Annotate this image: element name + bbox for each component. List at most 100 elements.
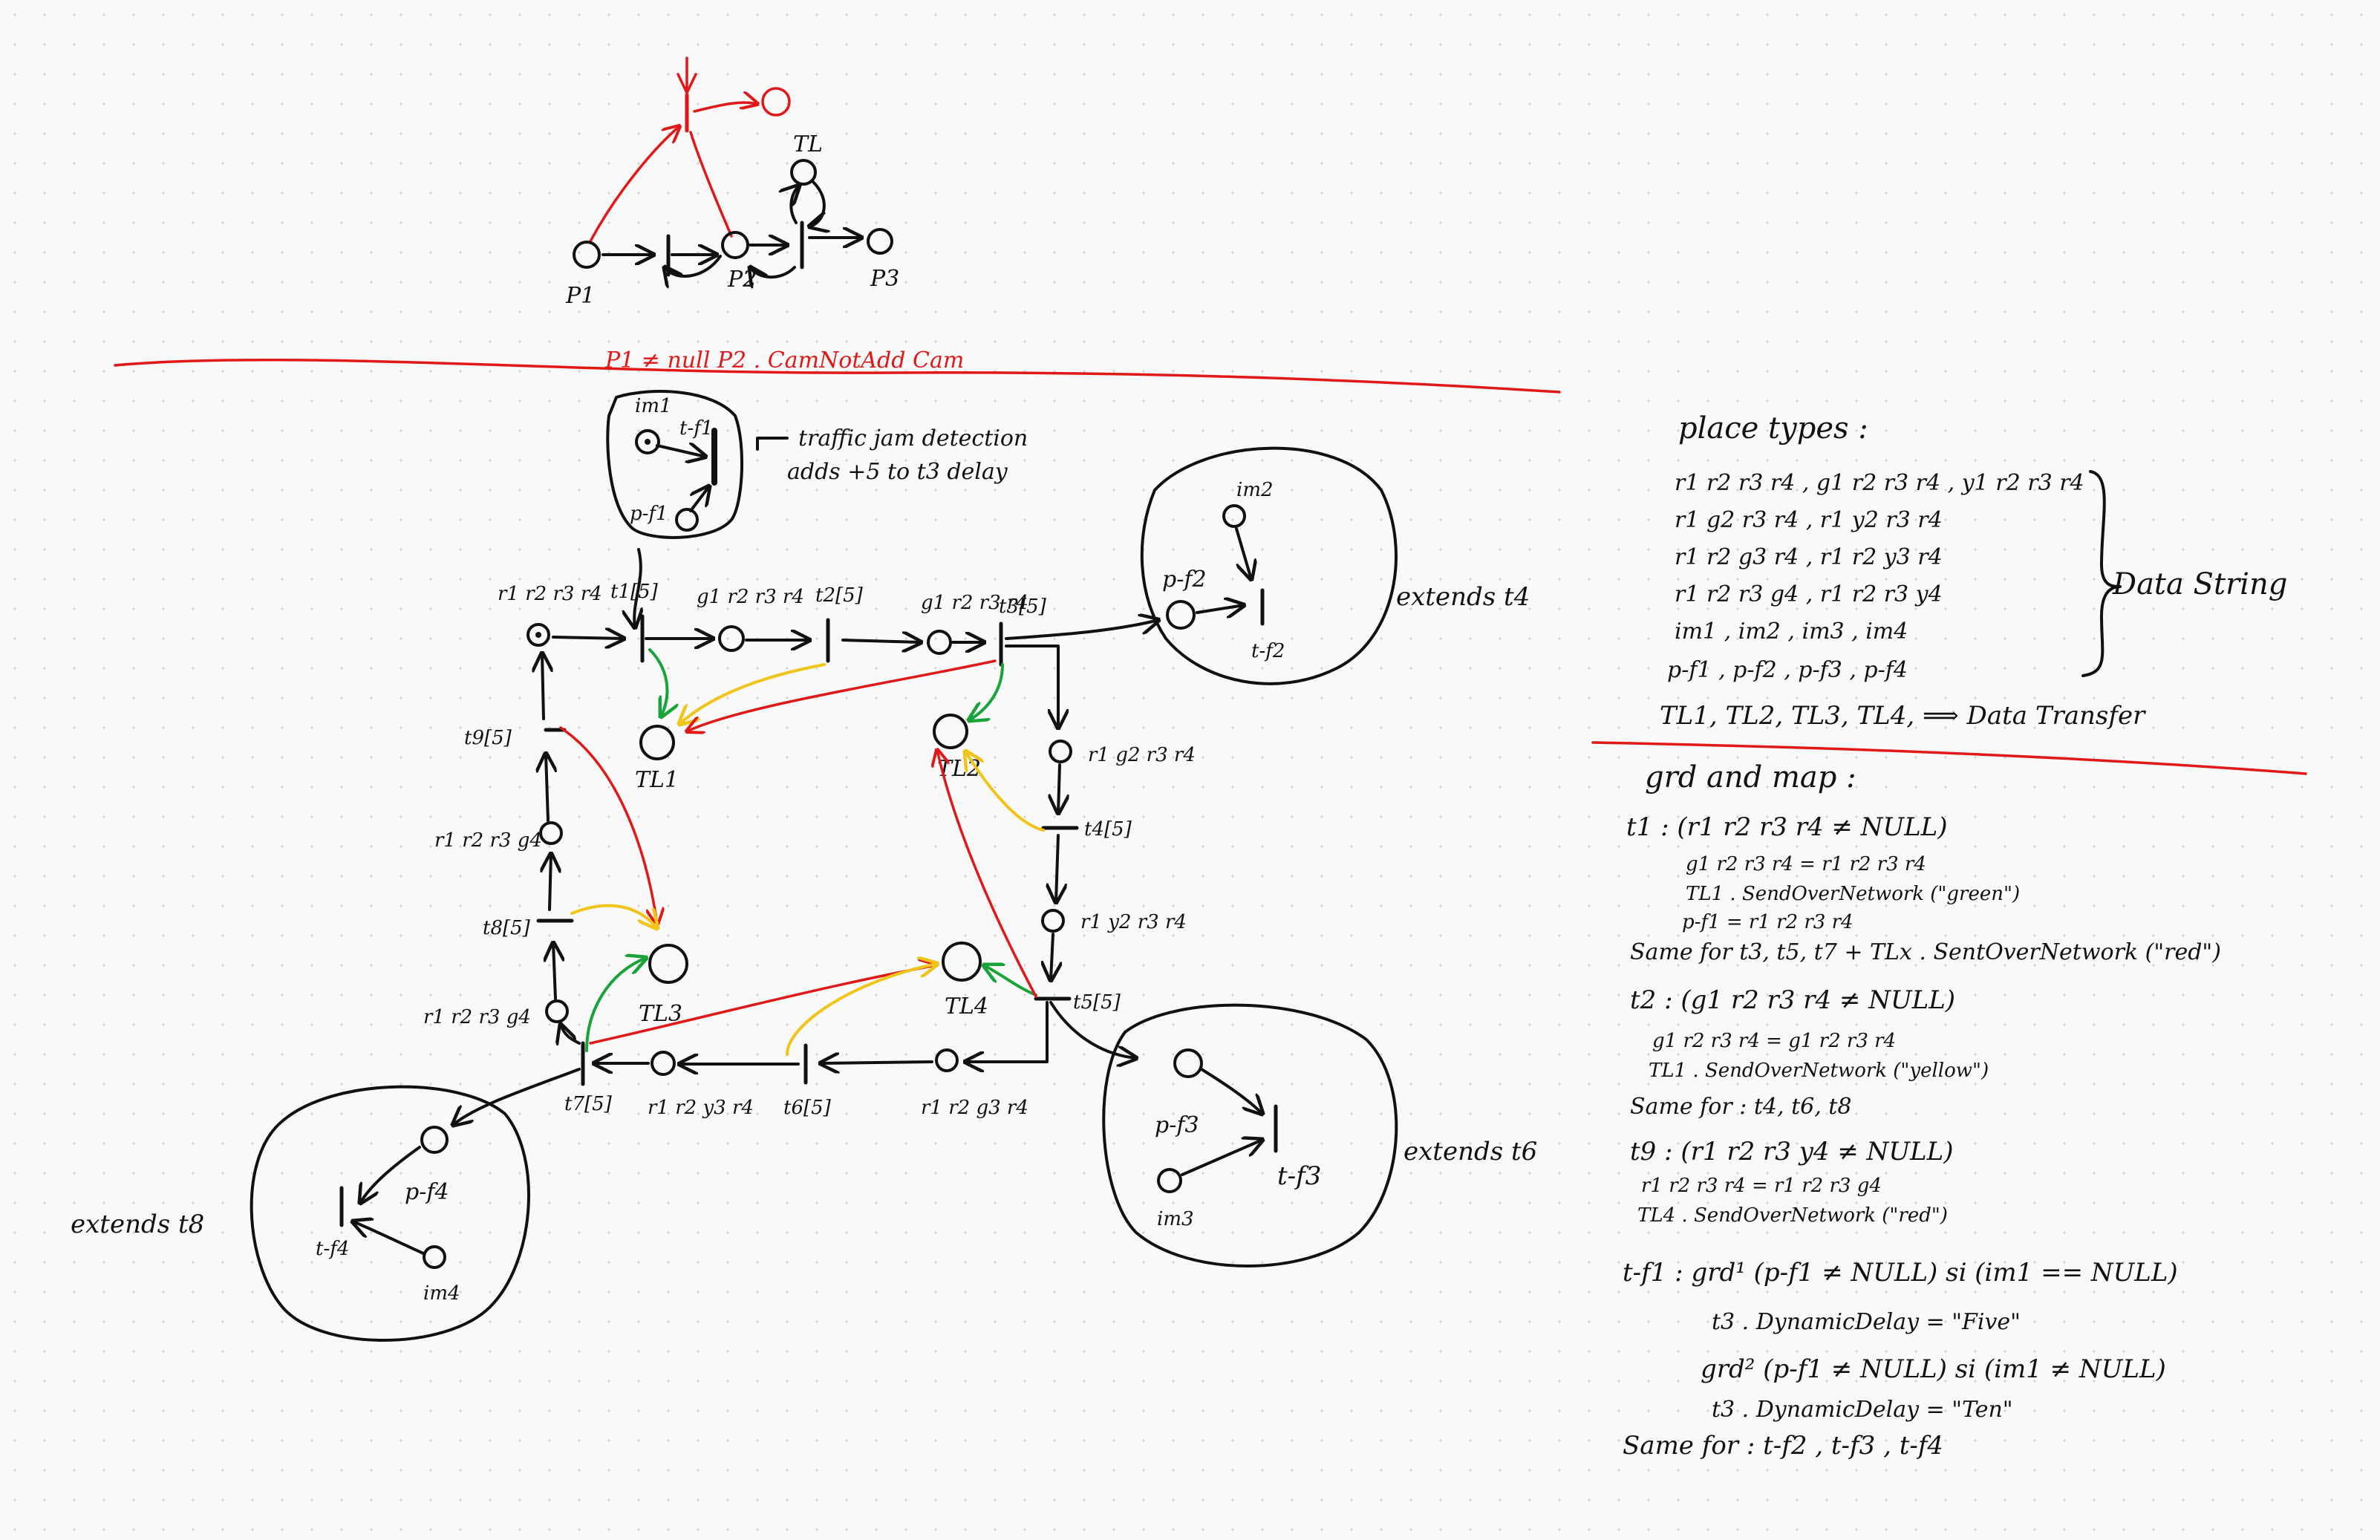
red-arc-t7-tl4 — [589, 965, 936, 1045]
token-im1 — [645, 439, 651, 445]
grd-line-13: t-f1 : grd¹ (p-f1 ≠ NULL) si (im1 == NUL… — [1623, 1258, 2178, 1288]
yellow-arc-t2-tl1 — [679, 663, 826, 724]
place-types-line-5: im1 , im2 , im3 , im4 — [1675, 619, 1908, 645]
label-t8: t8[5] — [483, 917, 531, 939]
traffic-note-1: traffic jam detection — [798, 425, 1028, 451]
place-TL2 — [933, 714, 968, 749]
top-net: P1 P2 P3 TL — [565, 56, 899, 309]
label-p-f1: p-f1 — [630, 503, 668, 525]
arc-t1-pf1 — [634, 548, 641, 627]
place-p-f2 — [1166, 600, 1196, 630]
label-r1r2y3r4: r1 r2 y3 r4 — [648, 1097, 754, 1119]
red-place — [761, 87, 791, 117]
label-p1: P1 — [565, 283, 595, 309]
grd-line-7: g1 r2 r3 r4 = g1 r2 r3 r4 — [1652, 1030, 1896, 1052]
grd-line-10: t9 : (r1 r2 r3 y4 ≠ NULL) — [1630, 1137, 1953, 1167]
place-TL3 — [648, 944, 688, 984]
label-t7: t7[5] — [564, 1093, 613, 1115]
green-arc-t7-tl3 — [585, 958, 646, 1052]
place-types-line-1: r1 r2 r3 r4 , g1 r2 r3 r4 , y1 r2 r3 r4 — [1675, 470, 2084, 496]
red-arc-t9-tl3 — [559, 726, 657, 924]
label-TL4: TL4 — [945, 994, 988, 1019]
place-p1 — [573, 241, 601, 269]
place-r1r2r3g4 — [539, 821, 563, 845]
place-r1r2r3r4 — [526, 623, 550, 647]
grd-line-14: t3 . DynamicDelay = "Five" — [1712, 1309, 2021, 1335]
label-t-f3: t-f3 — [1277, 1161, 1321, 1191]
cluster-im3 — [1102, 1003, 1398, 1267]
red-arc-t3-tl1 — [687, 659, 997, 731]
arc-im1-tf1 — [656, 446, 705, 457]
place-p-f3 — [1173, 1048, 1203, 1078]
arc-t8-p — [550, 854, 551, 911]
place-types-line-2: r1 g2 r3 r4 , r1 y2 r3 r4 — [1675, 507, 1943, 533]
yellow-arc-t4-tl2 — [965, 751, 1045, 832]
place-TL4 — [942, 942, 982, 982]
token-r1r2r3r4 — [535, 632, 541, 638]
place-p2 — [721, 231, 749, 259]
data-string-label: Data String — [2112, 567, 2287, 601]
arc-pf1-tf1 — [689, 486, 709, 512]
grd-line-6: t2 : (g1 r2 r3 r4 ≠ NULL) — [1630, 985, 1955, 1015]
place-p-f1 — [675, 508, 699, 532]
red-entry-arrow — [676, 56, 697, 97]
place-types-line-6: p-f1 , p-f2 , p-f3 , p-f4 — [1667, 657, 1908, 683]
place-r1r2g3r4 — [935, 1048, 959, 1072]
arc-t2-p — [841, 640, 921, 642]
place-tl-top — [790, 159, 817, 186]
grd-line-4: p-f1 = r1 r2 r3 r4 — [1682, 911, 1854, 933]
arc-im4-tf4 — [353, 1221, 425, 1255]
curly-brace — [2081, 470, 2122, 677]
arc-pf2-tf2 — [1196, 605, 1244, 613]
grd-line-5: Same for t3, t5, t7 + TLx . SentOverNetw… — [1630, 939, 2221, 965]
extends-t6-note: extends t6 — [1403, 1137, 1537, 1167]
arc-t5-p — [965, 1001, 1049, 1062]
grd-line-15: grd² (p-f1 ≠ NULL) si (im1 ≠ NULL) — [1701, 1354, 2166, 1384]
grd-map-block: grd and map : t1 : (r1 r2 r3 r4 ≠ NULL) … — [1623, 760, 2221, 1461]
separator-line-right — [1591, 741, 2307, 775]
label-im2: im2 — [1236, 479, 1274, 501]
label-t1: t1[5] — [610, 581, 659, 603]
green-arc-t1-tl1 — [648, 648, 667, 717]
label-r1g2r3r4: r1 g2 r3 r4 — [1088, 744, 1196, 766]
place-g1r2r3r4 — [718, 625, 745, 652]
arc-t4-p — [1056, 834, 1058, 902]
label-t4: t4[5] — [1084, 818, 1132, 841]
grd-line-8: TL1 . SendOverNetwork ("yellow") — [1649, 1060, 1989, 1082]
grd-line-11: r1 r2 r3 r4 = r1 r2 r3 g4 — [1641, 1175, 1882, 1197]
place-im1 — [635, 429, 660, 454]
place-types-title: place types : — [1678, 411, 1868, 446]
arc-p-t6 — [821, 1062, 933, 1063]
label-t2: t2[5] — [815, 584, 864, 607]
grd-map-title: grd and map : — [1645, 760, 1856, 795]
label-tl-top: TL — [793, 131, 823, 157]
label-im1: im1 — [635, 395, 672, 417]
arc-im3-tf3 — [1181, 1140, 1262, 1176]
place-TL1 — [639, 725, 675, 760]
grd-line-1: t1 : (r1 r2 r3 r4 ≠ NULL) — [1626, 812, 1948, 842]
grd-line-12: TL4 . SendOverNetwork ("red") — [1637, 1204, 1948, 1227]
place-g1r2r3r4b — [927, 630, 952, 655]
separator-line-top — [114, 358, 1561, 394]
place-r1r2y3r4 — [651, 1051, 676, 1076]
label-r1r2r3g4: r1 r2 r3 g4 — [434, 829, 542, 852]
label-r1r2g3r4: r1 r2 g3 r4 — [921, 1097, 1028, 1119]
cluster-im2 — [1140, 446, 1398, 685]
place-r1r2r3g4b — [545, 999, 569, 1023]
arc-pf3-tf3 — [1200, 1068, 1262, 1114]
arc-p-t4 — [1058, 763, 1060, 813]
yellow-arc-t8-tl3 — [570, 904, 657, 928]
arc-p-t9 — [546, 754, 548, 822]
grd-line-2: g1 r2 r3 r4 = r1 r2 r3 r4 — [1686, 853, 1926, 875]
place-types-line-4: r1 r2 r3 g4 , r1 r2 r3 y4 — [1675, 581, 1943, 607]
label-t-f2: t-f2 — [1251, 640, 1285, 662]
note-arrow — [756, 437, 789, 451]
arc-t2-tl — [791, 186, 799, 224]
place-r1y2r3r4 — [1041, 909, 1065, 933]
extends-t8-note: extends t8 — [71, 1210, 204, 1239]
grd-line-16: t3 . DynamicDelay = "Ten" — [1712, 1397, 2013, 1423]
label-r1y2r3r4: r1 y2 r3 r4 — [1080, 911, 1187, 933]
main-net: im1 t-f1 p-f1 traffic jam detection adds… — [71, 390, 1537, 1342]
arc-p2-back — [665, 255, 722, 276]
